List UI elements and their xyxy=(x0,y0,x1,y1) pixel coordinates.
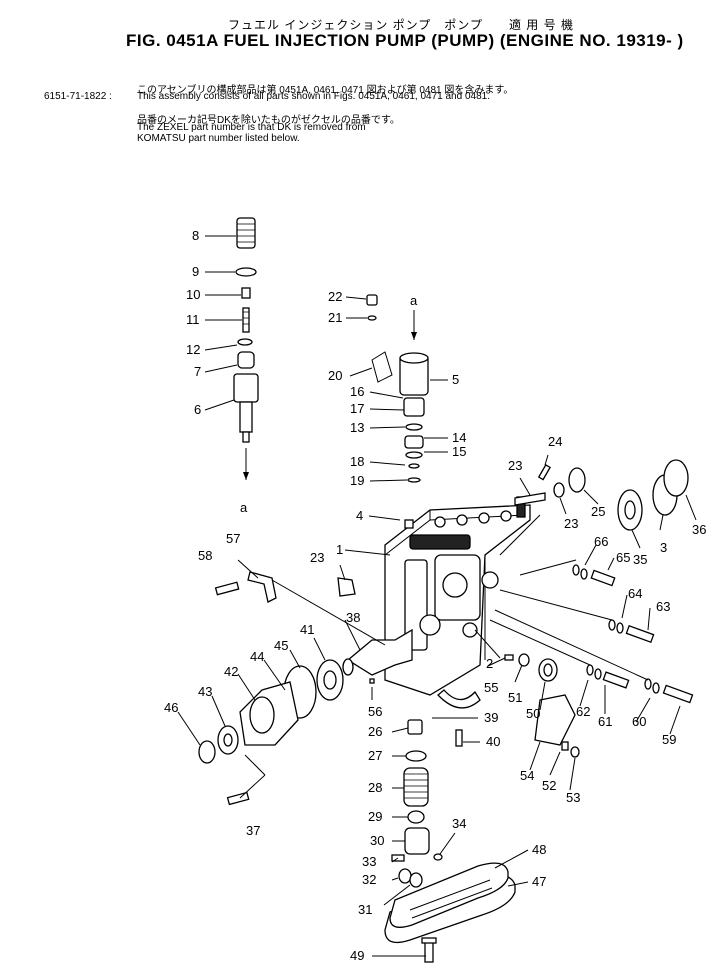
zexel-note-en-2: KOMATSU part number listed below. xyxy=(137,133,300,144)
label-54: 53 xyxy=(566,790,580,805)
delivery-valve-holder-drawing xyxy=(233,217,259,480)
label-22: 22 xyxy=(328,289,342,304)
callout-a-top: a xyxy=(410,293,418,308)
label-41: 40 xyxy=(486,734,500,749)
label-67: 66 xyxy=(594,534,608,549)
label-52: 51 xyxy=(508,690,522,705)
label-39: 38 xyxy=(346,610,360,625)
label-35: 34 xyxy=(452,816,466,831)
label-25: 24 xyxy=(548,434,562,449)
label-2: 2 xyxy=(486,656,493,671)
rack-drawing xyxy=(514,492,546,506)
label-12: 12 xyxy=(186,342,200,357)
label-63: 62 xyxy=(576,704,590,719)
label-45: 44 xyxy=(250,649,264,664)
camshaft-cover-drawing xyxy=(198,628,413,806)
label-16: 16 xyxy=(350,384,364,399)
label-3: 3 xyxy=(660,540,667,555)
label-58: 57 xyxy=(226,531,240,546)
bracket-bolt-drawing xyxy=(214,571,356,603)
label-1: 1 xyxy=(336,542,343,557)
label-55: 54 xyxy=(520,768,534,783)
label-29: 28 xyxy=(368,780,382,795)
zexel-note-jp: 品番のメーカ記号DKを除いたものがゼクセルの品番です。 xyxy=(137,115,400,126)
label-37: 36 xyxy=(692,522,706,537)
label-56: 55 xyxy=(484,680,498,695)
label-27: 26 xyxy=(368,724,382,739)
label-53: 52 xyxy=(542,778,556,793)
label-24: 23 xyxy=(508,458,522,473)
label-40: 39 xyxy=(484,710,498,725)
label-5: 5 xyxy=(452,372,459,387)
label-51: 50 xyxy=(526,706,540,721)
governor-bolts-drawing xyxy=(534,564,694,758)
zexel-note-en-1: The ZEXEL part number is that DK is remo… xyxy=(137,122,366,133)
label-30: 29 xyxy=(368,809,382,824)
label-42: 41 xyxy=(300,622,314,637)
label-18: 18 xyxy=(350,454,364,469)
label-48: 47 xyxy=(532,874,546,889)
label-31: 30 xyxy=(370,833,384,848)
label-50: 49 xyxy=(350,948,364,963)
label-33: 32 xyxy=(362,872,376,887)
label-66: 65 xyxy=(616,550,630,565)
label-10: 10 xyxy=(186,287,200,302)
label-23-right: 23 xyxy=(564,516,578,531)
bottom-cover-drawing xyxy=(384,862,516,963)
label-20: 20 xyxy=(328,368,342,383)
label-47: 46 xyxy=(164,700,178,715)
japanese-title: フュエル インジェクション ポンプ ポンプ 適 用 号 機 xyxy=(228,18,574,32)
label-38: 37 xyxy=(246,823,260,838)
label-36: 35 xyxy=(633,552,647,567)
label-28: 27 xyxy=(368,748,382,763)
label-43: 42 xyxy=(224,664,238,679)
label-9: 9 xyxy=(192,264,199,279)
label-17: 17 xyxy=(350,401,364,416)
figure-title: FIG. 0451A FUEL INJECTION PUMP (PUMP) (E… xyxy=(126,31,684,50)
assembly-note-jp: このアセンブリの構成部品は第 0451A, 0461, 0471 図および第 0… xyxy=(137,85,514,96)
label-49: 48 xyxy=(532,842,546,857)
assembly-part-code: 6151-71-1822 : xyxy=(44,91,112,102)
pump-housing-drawing xyxy=(384,496,531,696)
label-62: 61 xyxy=(598,714,612,729)
camshaft-bearings-drawing xyxy=(537,459,689,531)
label-7: 7 xyxy=(194,364,201,379)
plunger-barrel-stack-drawing xyxy=(366,294,429,483)
label-15: 15 xyxy=(452,444,466,459)
label-11: 11 xyxy=(186,312,200,327)
label-14: 14 xyxy=(452,430,466,445)
label-57: 56 xyxy=(368,704,382,719)
label-44: 43 xyxy=(198,684,212,699)
label-59: 58 xyxy=(198,548,212,563)
label-46: 45 xyxy=(274,638,288,653)
label-4: 4 xyxy=(356,508,363,523)
callout-labels: a a 8 9 10 11 12 7 6 22 21 20 5 16 17 13… xyxy=(164,228,706,963)
label-64: 63 xyxy=(656,599,670,614)
label-19: 19 xyxy=(350,473,364,488)
label-23-left: 23 xyxy=(310,550,324,565)
label-21: 21 xyxy=(328,310,342,325)
label-26: 25 xyxy=(591,504,605,519)
tappet-stack-drawing xyxy=(369,653,530,888)
label-32: 31 xyxy=(358,902,372,917)
label-34: 33 xyxy=(362,854,376,869)
leader-lines xyxy=(177,235,697,957)
callout-a-bottom: a xyxy=(240,500,248,515)
label-13: 13 xyxy=(350,420,364,435)
label-65: 64 xyxy=(628,586,642,601)
assembly-note-en: This assembly consists of all parts show… xyxy=(137,91,490,102)
label-8: 8 xyxy=(192,228,199,243)
label-60: 59 xyxy=(662,732,676,747)
label-61: 60 xyxy=(632,714,646,729)
label-6: 6 xyxy=(194,402,201,417)
